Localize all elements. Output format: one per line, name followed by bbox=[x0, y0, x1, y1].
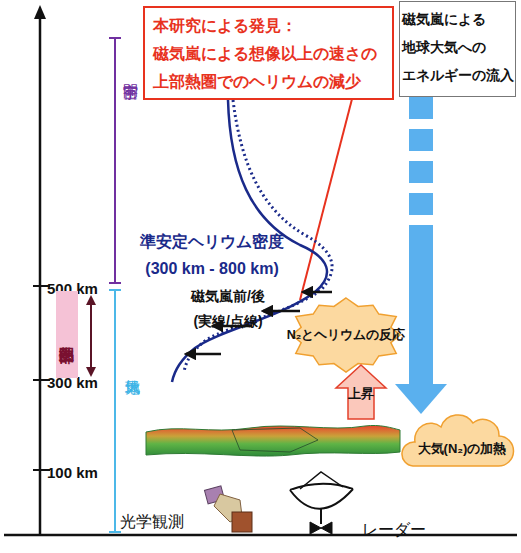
energy-input-box: 磁気嵐による 地球大気への エネルギーの流入 bbox=[399, 1, 516, 97]
altitude-label: 100 km bbox=[47, 464, 98, 482]
arrow-head bbox=[395, 384, 447, 414]
radar-dish bbox=[290, 472, 353, 534]
bracket-cap bbox=[109, 282, 121, 284]
aurora-detail bbox=[232, 428, 318, 452]
shift-arrow bbox=[186, 353, 221, 356]
finding-body: 磁気嵐による想像以上の速さの上部熱圏でのヘリウムの減少 bbox=[153, 40, 383, 96]
reaction-burst: N₂とヘリウムの反応 bbox=[287, 297, 405, 373]
instrument-label: レーダー bbox=[362, 520, 426, 540]
curve-note: 磁気嵐前/後 (実線/点線) bbox=[172, 284, 284, 334]
reaction-text: N₂とヘリウムの反応 bbox=[287, 327, 406, 344]
thermosphere-box: 上部熱圏 bbox=[56, 291, 78, 378]
instrument-label: 光学観測 bbox=[120, 512, 184, 532]
bracket-line bbox=[114, 38, 116, 283]
axis-arrow bbox=[34, 5, 46, 19]
heating-text: 大気(N₂)の加熱 bbox=[418, 440, 507, 474]
ground-line bbox=[4, 534, 517, 537]
atmosphere-bracket bbox=[109, 290, 121, 532]
dish-pedestal bbox=[310, 522, 332, 534]
heating-cloud: 大気(N₂)の加熱 bbox=[398, 414, 514, 474]
rise-arrow: 上昇 bbox=[335, 364, 387, 420]
bracket-cap bbox=[109, 37, 121, 39]
energy-flow-arrow bbox=[395, 97, 447, 414]
rise-text: 上昇 bbox=[348, 386, 374, 420]
shift-arrow bbox=[303, 291, 332, 294]
bracket-cap bbox=[109, 289, 121, 291]
bracket-cap bbox=[109, 531, 121, 533]
altitude-axis bbox=[39, 16, 42, 534]
space-bracket bbox=[109, 38, 121, 283]
thermosphere-range-arrow bbox=[86, 295, 96, 377]
dish-feed bbox=[300, 472, 343, 489]
range-line bbox=[90, 302, 92, 370]
instrument-base bbox=[232, 512, 252, 532]
dish-bowl bbox=[290, 489, 353, 509]
shift-arrow bbox=[263, 310, 300, 313]
bracket-line bbox=[114, 290, 116, 532]
finding-heading: 本研究による発見： bbox=[153, 12, 384, 40]
dish-rim bbox=[290, 484, 353, 490]
dish-stand bbox=[320, 508, 322, 524]
curve-title: 準安定ヘリウム密度 (300 km - 800 km) bbox=[128, 228, 296, 282]
arrow-shape bbox=[336, 365, 386, 419]
finding-box: 本研究による発見：磁気嵐による想像以上の速さの上部熱圏でのヘリウムの減少 bbox=[143, 6, 394, 100]
arrow-shaft bbox=[409, 97, 433, 384]
cloud-shape bbox=[402, 415, 514, 466]
optical-instrument bbox=[204, 486, 252, 532]
aurora-band bbox=[146, 425, 400, 456]
energy-text: 磁気嵐による 地球大気への エネルギーの流入 bbox=[402, 6, 513, 90]
